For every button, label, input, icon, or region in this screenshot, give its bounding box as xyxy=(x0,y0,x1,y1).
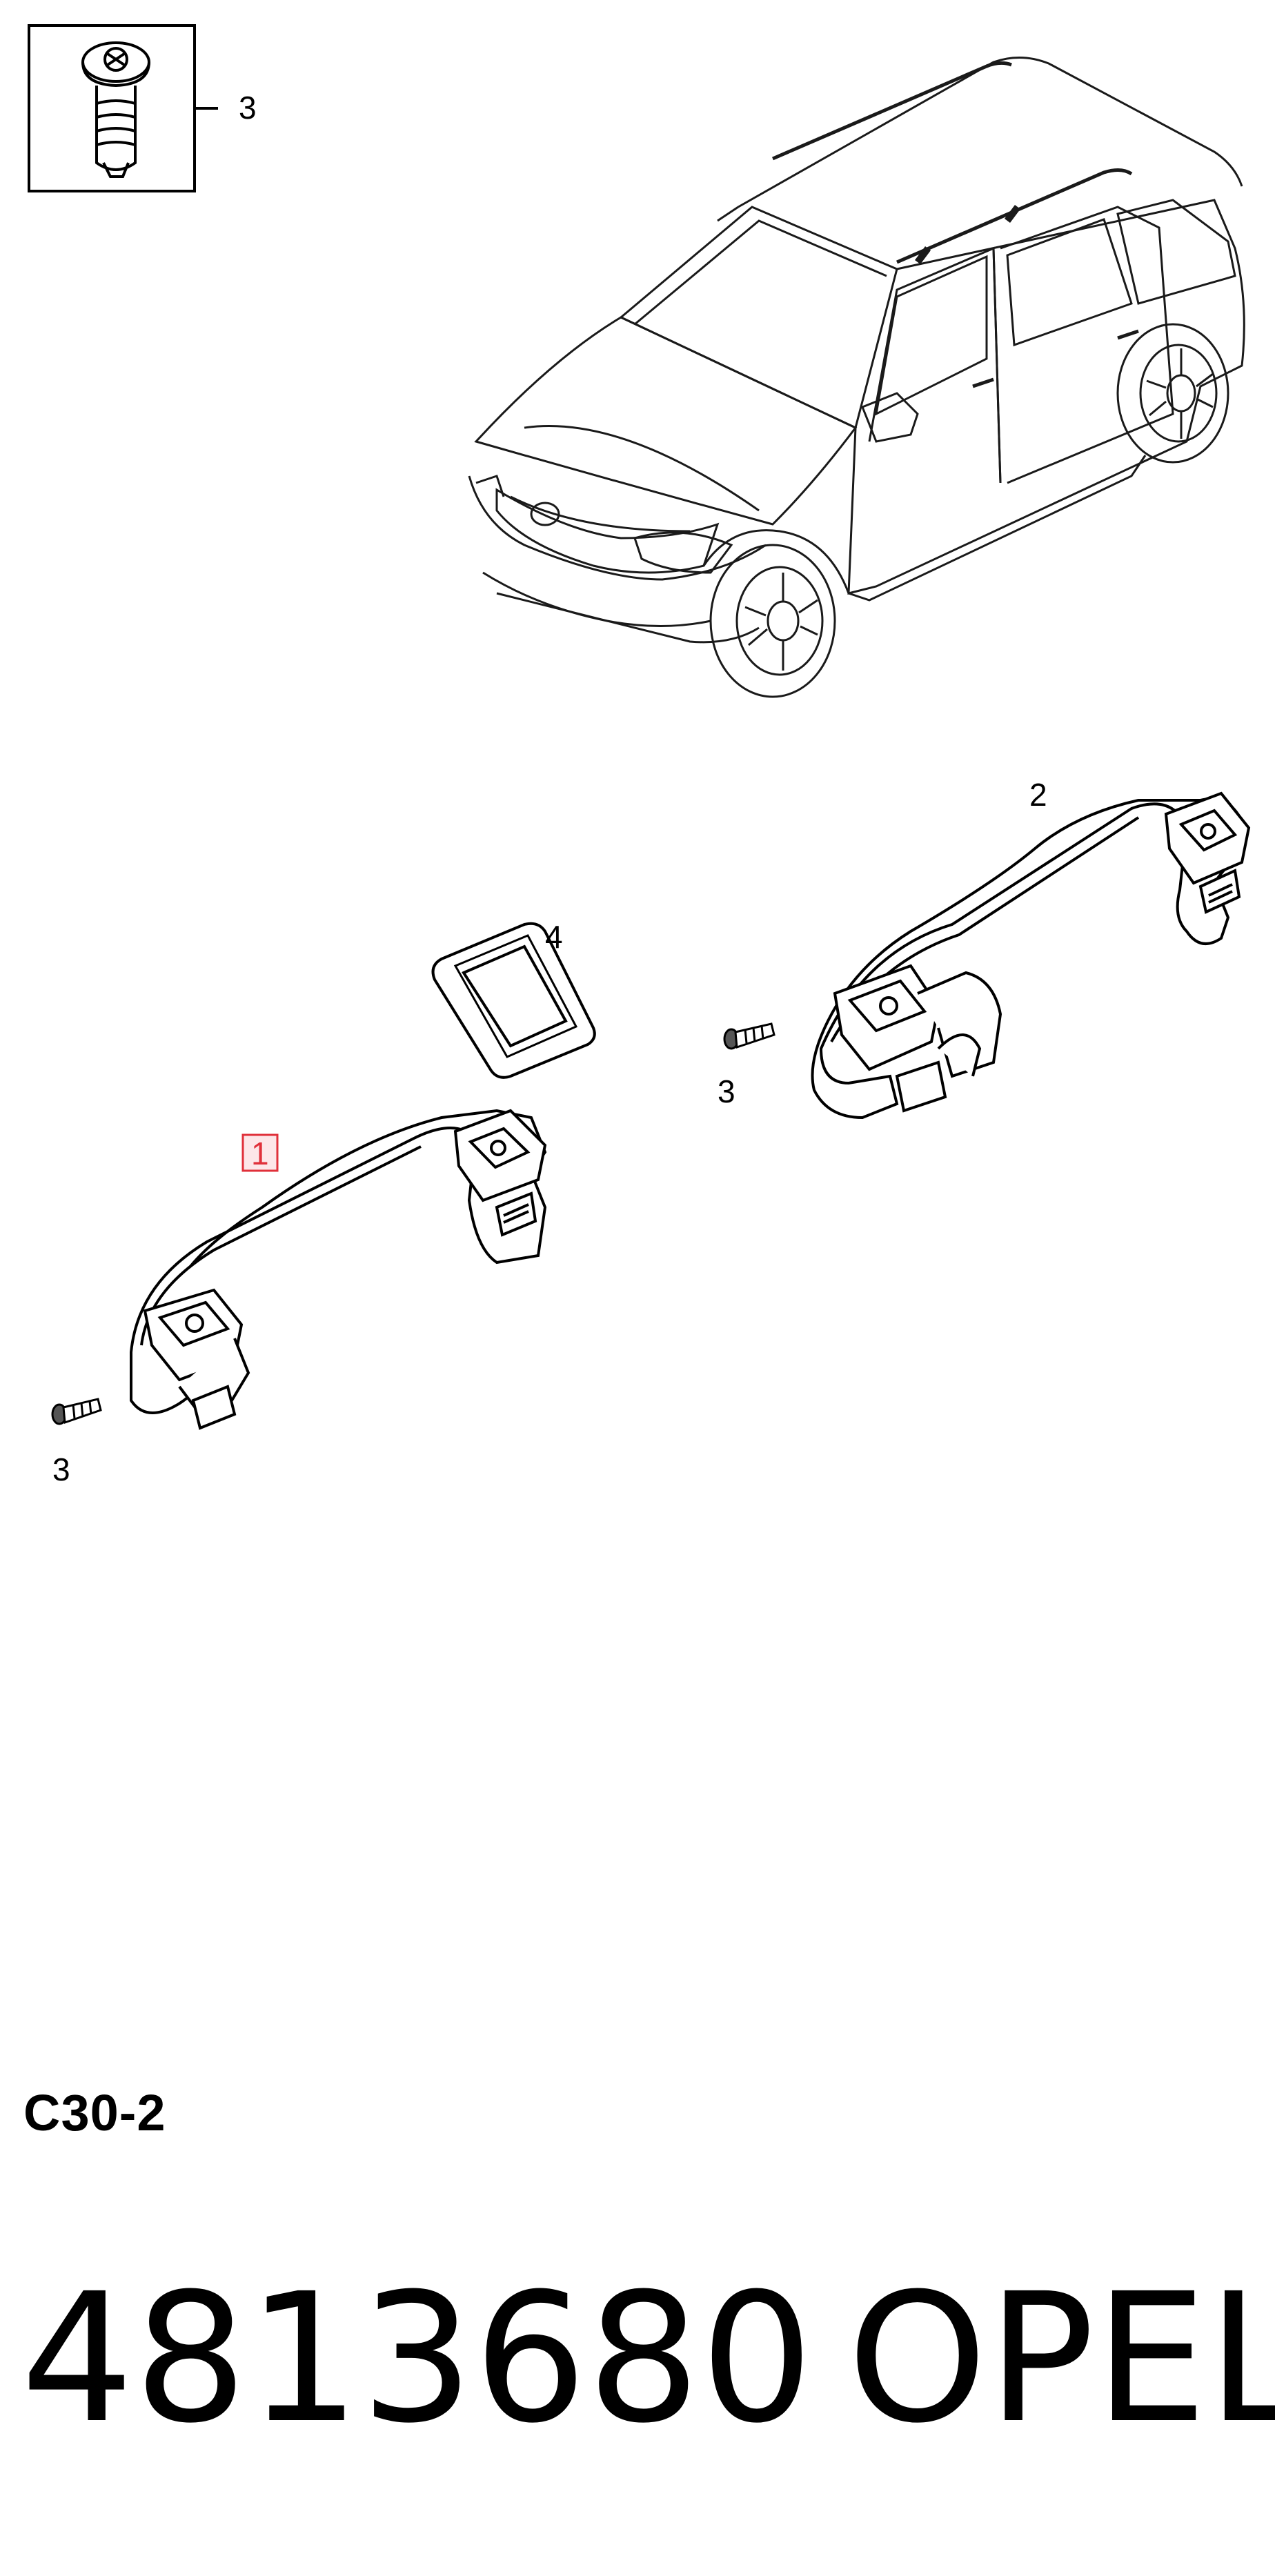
brand-name: OPEL xyxy=(847,2255,1275,2462)
part-number: 4813680 xyxy=(21,2255,814,2462)
callout-cover: 4 xyxy=(545,919,563,955)
section-code: C30-2 xyxy=(23,2084,166,2141)
screw-inset xyxy=(28,24,218,192)
cover-cap xyxy=(431,922,596,1079)
callout-screw-front: 3 xyxy=(52,1452,70,1487)
callout-screw-rear: 3 xyxy=(718,1073,735,1109)
screw-front xyxy=(51,1398,102,1425)
grab-handle-front xyxy=(130,1109,547,1430)
grab-handle-rear xyxy=(811,791,1251,1120)
vehicle-outline xyxy=(468,57,1245,698)
callout-handle-front-highlight xyxy=(241,1133,279,1172)
screw-rear xyxy=(723,1022,775,1050)
callout-handle-front[interactable]: 1 xyxy=(251,1136,269,1171)
callout-screw-inset: 3 xyxy=(239,90,257,126)
callout-handle-rear: 2 xyxy=(1029,777,1047,813)
